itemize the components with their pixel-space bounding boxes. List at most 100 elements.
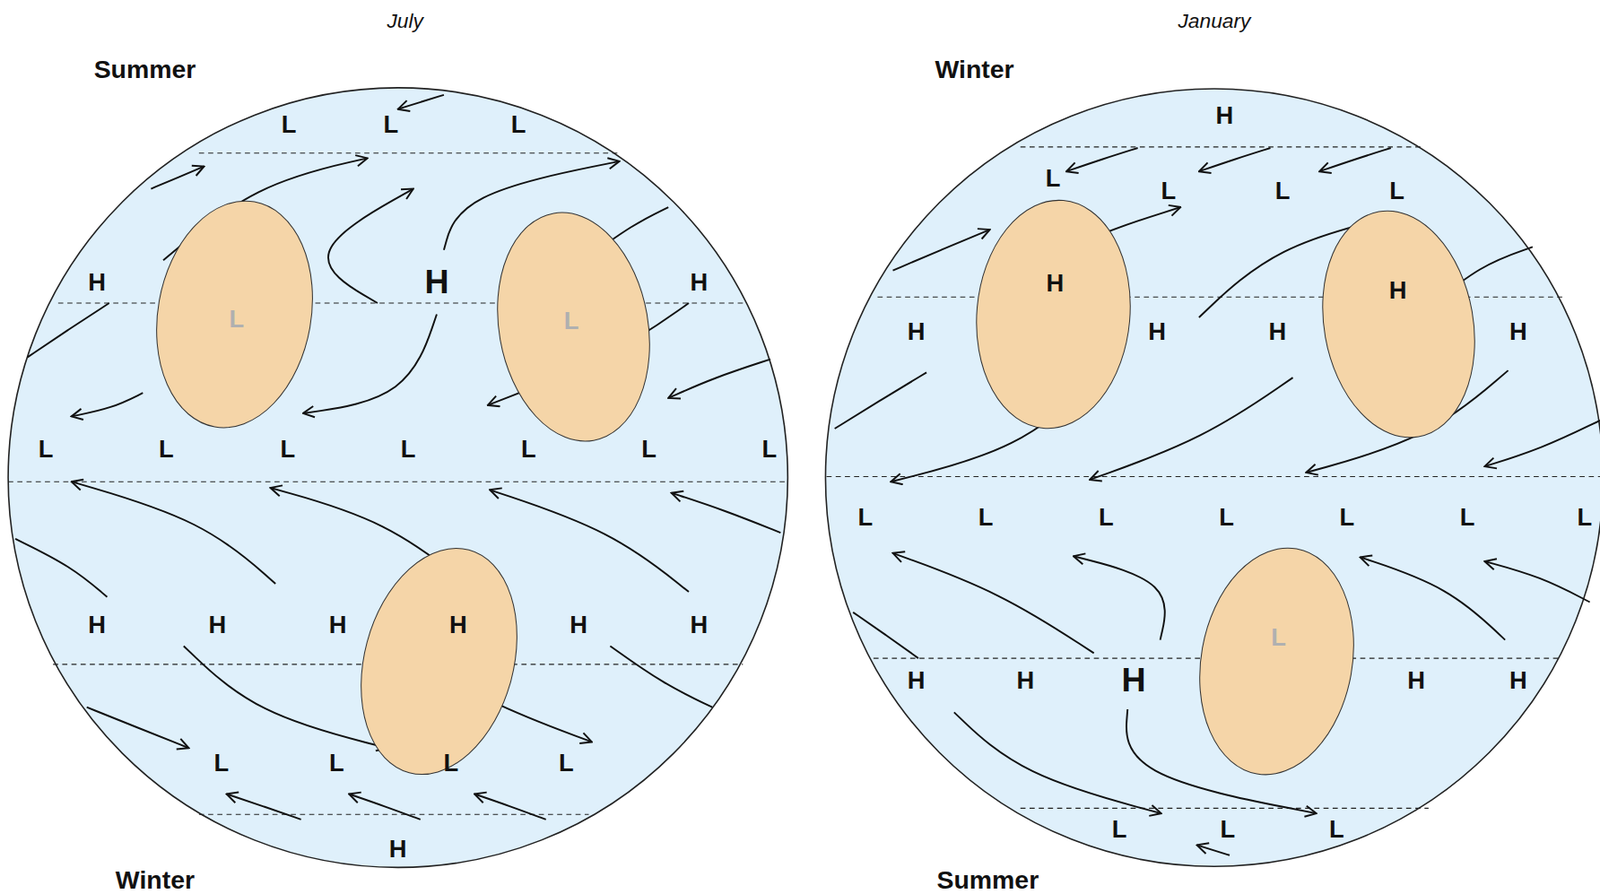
pressure-letter: H [1046, 271, 1065, 296]
continent-shape: L [1154, 539, 1400, 784]
season-heading: January [1177, 9, 1251, 31]
pressure-letter: L [1098, 504, 1114, 530]
pressure-letter: H [907, 668, 926, 693]
pressure-letter: H [1269, 319, 1287, 344]
wind-arrow [671, 493, 782, 533]
pressure-letter: H [208, 613, 227, 638]
season-heading: Summer [94, 56, 197, 82]
continent-outline [1154, 539, 1400, 784]
wind-arrow [303, 314, 437, 414]
pressure-letter: H [1509, 319, 1528, 344]
wind-arrow [1197, 844, 1230, 855]
continent-shape: H [930, 191, 1176, 437]
wind-arrow [893, 553, 1095, 654]
pressure-letter: L [1329, 817, 1345, 842]
pressure-letter: L [1339, 504, 1355, 530]
pressure-letter: L [229, 306, 245, 331]
season-heading: Summer [936, 867, 1039, 893]
latitude-line [1020, 146, 1424, 148]
latitude-line [199, 152, 618, 154]
pressure-letter: L [382, 112, 399, 137]
latitude-line [8, 481, 789, 483]
pressure-letter: L [400, 436, 417, 461]
pressure-letter: H [1147, 319, 1166, 344]
pressure-letter: H [1017, 668, 1035, 693]
wind-arrow [1360, 556, 1506, 640]
pressure-letter: L [1160, 178, 1176, 203]
pressure-letter: L [158, 436, 174, 461]
pressure-letter: L [329, 750, 345, 775]
wind-arrow [489, 489, 689, 592]
pressure-letter: H [1121, 663, 1146, 698]
pressure-letter: L [1219, 817, 1235, 842]
continent-fill [1182, 535, 1371, 787]
pressure-letter: L [1275, 178, 1291, 203]
pressure-letter: H [449, 613, 468, 638]
wind-arrow [1089, 377, 1293, 480]
pressure-letter: H [1389, 278, 1408, 304]
continent-shape: H [1276, 201, 1522, 447]
globe-january [825, 88, 1600, 867]
pressure-letter: H [907, 319, 926, 344]
pressure-letter: L [1270, 625, 1287, 650]
wind-arrow [1073, 556, 1166, 640]
continent-outline [930, 191, 1176, 437]
wind-arrow [27, 303, 110, 357]
wind-arrow [893, 229, 991, 271]
pressure-letter: H [87, 613, 106, 638]
wind-arrow [609, 645, 713, 707]
pressure-letter: L [564, 309, 580, 334]
wind-arrow [668, 359, 771, 399]
wind-arrow [226, 793, 302, 819]
wind-arrow [1484, 420, 1600, 467]
continent-outline [316, 539, 562, 784]
season-heading: Winter [934, 56, 1014, 82]
wind-arrow [1484, 561, 1590, 603]
wind-arrow [834, 372, 927, 429]
wind-arrows [15, 95, 1600, 856]
pressure-letter: L [281, 112, 297, 137]
continent-shape: L [112, 191, 357, 437]
pressure-letter: H [389, 836, 408, 861]
pressure-letter: L [511, 112, 527, 137]
wind-arrow [348, 793, 421, 819]
wind-arrow [183, 645, 389, 748]
latitude-lines [8, 147, 1600, 815]
wind-arrow [150, 166, 204, 190]
pressure-letter: L [38, 436, 54, 461]
continent-fill [337, 530, 541, 792]
pressure-letter: L [558, 750, 574, 775]
pressure-letter: H [87, 270, 106, 296]
wind-arrow [71, 481, 277, 584]
wind-arrow [1066, 147, 1139, 172]
pressure-letter: L [762, 436, 778, 461]
pressure-letter: L [1112, 817, 1128, 842]
season-heading: Winter [115, 867, 195, 893]
continent-fill [139, 188, 331, 441]
wind-arrow [328, 189, 414, 304]
pressure-letter: L [1218, 504, 1235, 530]
continent-shape: H [316, 539, 562, 784]
wind-arrow [15, 539, 107, 598]
pressure-letter: L [214, 750, 230, 775]
continent-fill [966, 193, 1140, 435]
wind-arrow [852, 612, 919, 659]
pressure-letter: L [641, 436, 657, 461]
wind-arrow [474, 793, 547, 819]
pressure-letter: H [569, 613, 588, 638]
pressure-letter: L [443, 750, 460, 775]
pressure-letter: L [1045, 165, 1061, 191]
latitude-line [826, 476, 1600, 478]
pressure-letter: H [424, 265, 449, 300]
wind-arrow [1199, 147, 1271, 172]
continent-outline [1276, 201, 1522, 447]
pressure-letter: H [1509, 668, 1528, 693]
pressure-letter: L [857, 504, 873, 530]
season-heading: July [386, 9, 423, 31]
pressure-letter: H [690, 270, 709, 296]
pressure-letter: L [521, 436, 537, 461]
pressure-letter: H [1407, 668, 1426, 693]
pressure-letter: L [280, 436, 296, 461]
continent-fill [479, 200, 667, 453]
